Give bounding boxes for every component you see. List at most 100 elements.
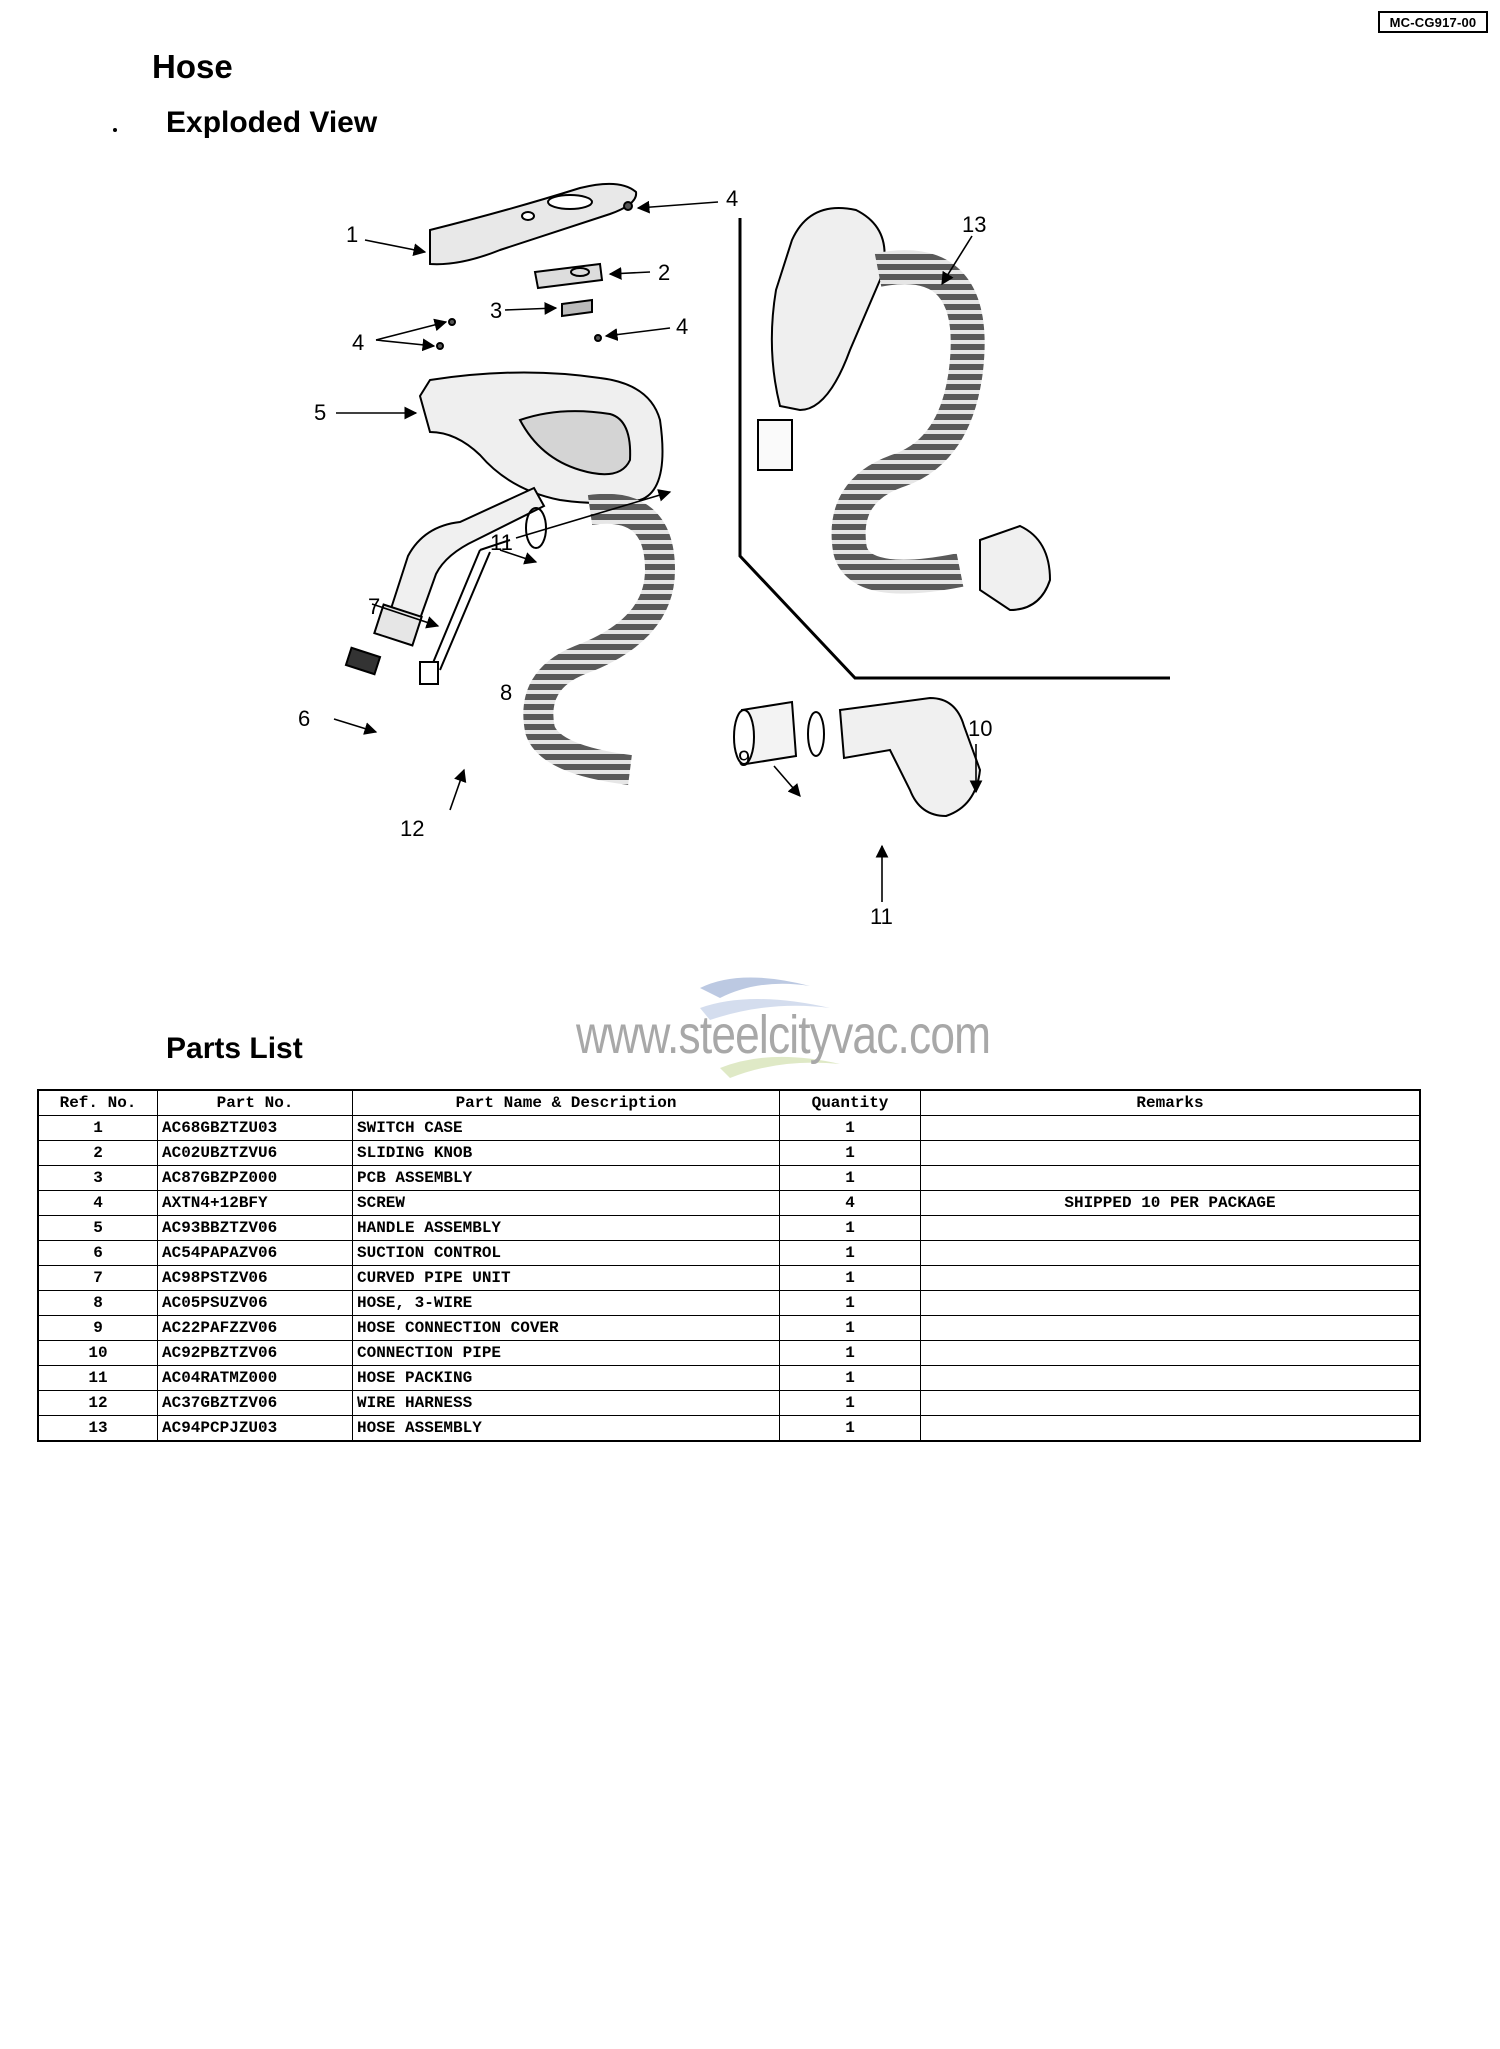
callout-3: 3 xyxy=(490,298,502,323)
cell-quantity: 1 xyxy=(779,1215,921,1241)
cell-description: WIRE HARNESS xyxy=(352,1390,780,1416)
callout-2: 2 xyxy=(658,260,670,285)
callout-11: 11 xyxy=(870,904,893,929)
cell-remarks xyxy=(920,1265,1421,1291)
cell-ref-no: 3 xyxy=(37,1165,158,1191)
cell-part-no: AC93BBZTZV06 xyxy=(157,1215,353,1241)
cell-part-no: AC04RATMZ000 xyxy=(157,1365,353,1391)
screw-part xyxy=(594,334,602,342)
callout-4: 4 xyxy=(676,314,688,339)
parts-list-table: Ref. No. Part No. Part Name & Descriptio… xyxy=(37,1089,1421,1442)
cell-quantity: 1 xyxy=(779,1165,921,1191)
cell-ref-no: 8 xyxy=(37,1290,158,1316)
cell-ref-no: 5 xyxy=(37,1215,158,1241)
screw-part xyxy=(448,318,456,326)
sliding-knob-part xyxy=(533,262,604,290)
assembled-hose-handle xyxy=(770,207,886,412)
corrugated-hose-part xyxy=(523,493,676,785)
section-title-exploded-view: Exploded View xyxy=(166,106,378,139)
cell-ref-no: 12 xyxy=(37,1390,158,1416)
cell-ref-no: 9 xyxy=(37,1315,158,1341)
cell-quantity: 1 xyxy=(779,1115,921,1141)
cell-description: HOSE, 3-WIRE xyxy=(352,1290,780,1316)
connection-pipe-part xyxy=(838,696,982,818)
assembled-hose-corrugated xyxy=(831,250,985,594)
callout-4: 4 xyxy=(726,186,738,211)
exploded-view-diagram: 1 2 3 4 4 4 5 6 7 8 9 10 11 11 12 13 xyxy=(298,182,1170,929)
callout-7: 7 xyxy=(368,594,380,619)
cell-ref-no: 11 xyxy=(37,1365,158,1391)
cell-quantity: 1 xyxy=(779,1240,921,1266)
cell-description: SUCTION CONTROL xyxy=(352,1240,780,1266)
cell-remarks xyxy=(920,1365,1421,1391)
cell-quantity: 1 xyxy=(779,1315,921,1341)
cell-remarks xyxy=(920,1240,1421,1266)
cell-description: CONNECTION PIPE xyxy=(352,1340,780,1366)
pcb-part xyxy=(561,298,593,318)
cell-part-no: AC37GBZTZV06 xyxy=(157,1390,353,1416)
page-title: Hose xyxy=(152,48,233,85)
cell-ref-no: 13 xyxy=(37,1415,158,1442)
table-header-row: Ref. No. Part No. Part Name & Descriptio… xyxy=(37,1089,1421,1116)
column-header-quantity: Quantity xyxy=(779,1089,921,1116)
bullet-dot xyxy=(113,128,117,132)
cell-quantity: 1 xyxy=(779,1340,921,1366)
callout-5: 5 xyxy=(314,400,326,425)
cell-part-no: AC54PAPAZV06 xyxy=(157,1240,353,1266)
section-title-parts-list: Parts List xyxy=(166,1032,303,1065)
screw-part xyxy=(436,342,444,350)
cell-ref-no: 2 xyxy=(37,1140,158,1166)
cell-part-no: AC94PCPJZU03 xyxy=(157,1415,353,1442)
hose-packing-part xyxy=(525,507,547,549)
cell-part-no: AXTN4+12BFY xyxy=(157,1190,353,1216)
cell-remarks xyxy=(920,1415,1421,1442)
suction-control-part xyxy=(344,646,382,676)
cell-ref-no: 4 xyxy=(37,1190,158,1216)
column-header-ref-no: Ref. No. xyxy=(37,1089,158,1116)
cell-remarks xyxy=(920,1315,1421,1341)
cell-part-no: AC92PBZTZV06 xyxy=(157,1340,353,1366)
cell-ref-no: 7 xyxy=(37,1265,158,1291)
cell-part-no: AC02UBZTZVU6 xyxy=(157,1140,353,1166)
callout-11: 11 xyxy=(490,530,513,555)
column-header-remarks: Remarks xyxy=(920,1089,1421,1116)
cell-description: HOSE CONNECTION COVER xyxy=(352,1315,780,1341)
cell-quantity: 1 xyxy=(779,1265,921,1291)
callout-13: 13 xyxy=(962,212,986,237)
curved-pipe-part xyxy=(386,486,546,632)
cell-part-no: AC98PSTZV06 xyxy=(157,1265,353,1291)
cell-description: HOSE PACKING xyxy=(352,1365,780,1391)
cell-description: PCB ASSEMBLY xyxy=(352,1165,780,1191)
cell-part-no: AC05PSUZV06 xyxy=(157,1290,353,1316)
callout-12: 12 xyxy=(400,816,424,841)
cell-remarks xyxy=(920,1340,1421,1366)
cell-description: SLIDING KNOB xyxy=(352,1140,780,1166)
cell-description: HOSE ASSEMBLY xyxy=(352,1415,780,1442)
cell-remarks xyxy=(920,1115,1421,1141)
cell-remarks xyxy=(920,1215,1421,1241)
callout-9: 9 xyxy=(738,746,750,771)
cell-description: SCREW xyxy=(352,1190,780,1216)
cell-description: SWITCH CASE xyxy=(352,1115,780,1141)
callout-4: 4 xyxy=(352,330,364,355)
callout-8: 8 xyxy=(500,680,512,705)
switch-case-part xyxy=(429,182,638,266)
cell-remarks xyxy=(920,1290,1421,1316)
watermark-text: www.steelcityvac.com xyxy=(576,1005,991,1065)
column-header-description: Part Name & Description xyxy=(352,1089,780,1116)
watermark-logo-swoosh xyxy=(700,977,840,1078)
cell-remarks xyxy=(920,1165,1421,1191)
cell-part-no: AC22PAFZZV06 xyxy=(157,1315,353,1341)
